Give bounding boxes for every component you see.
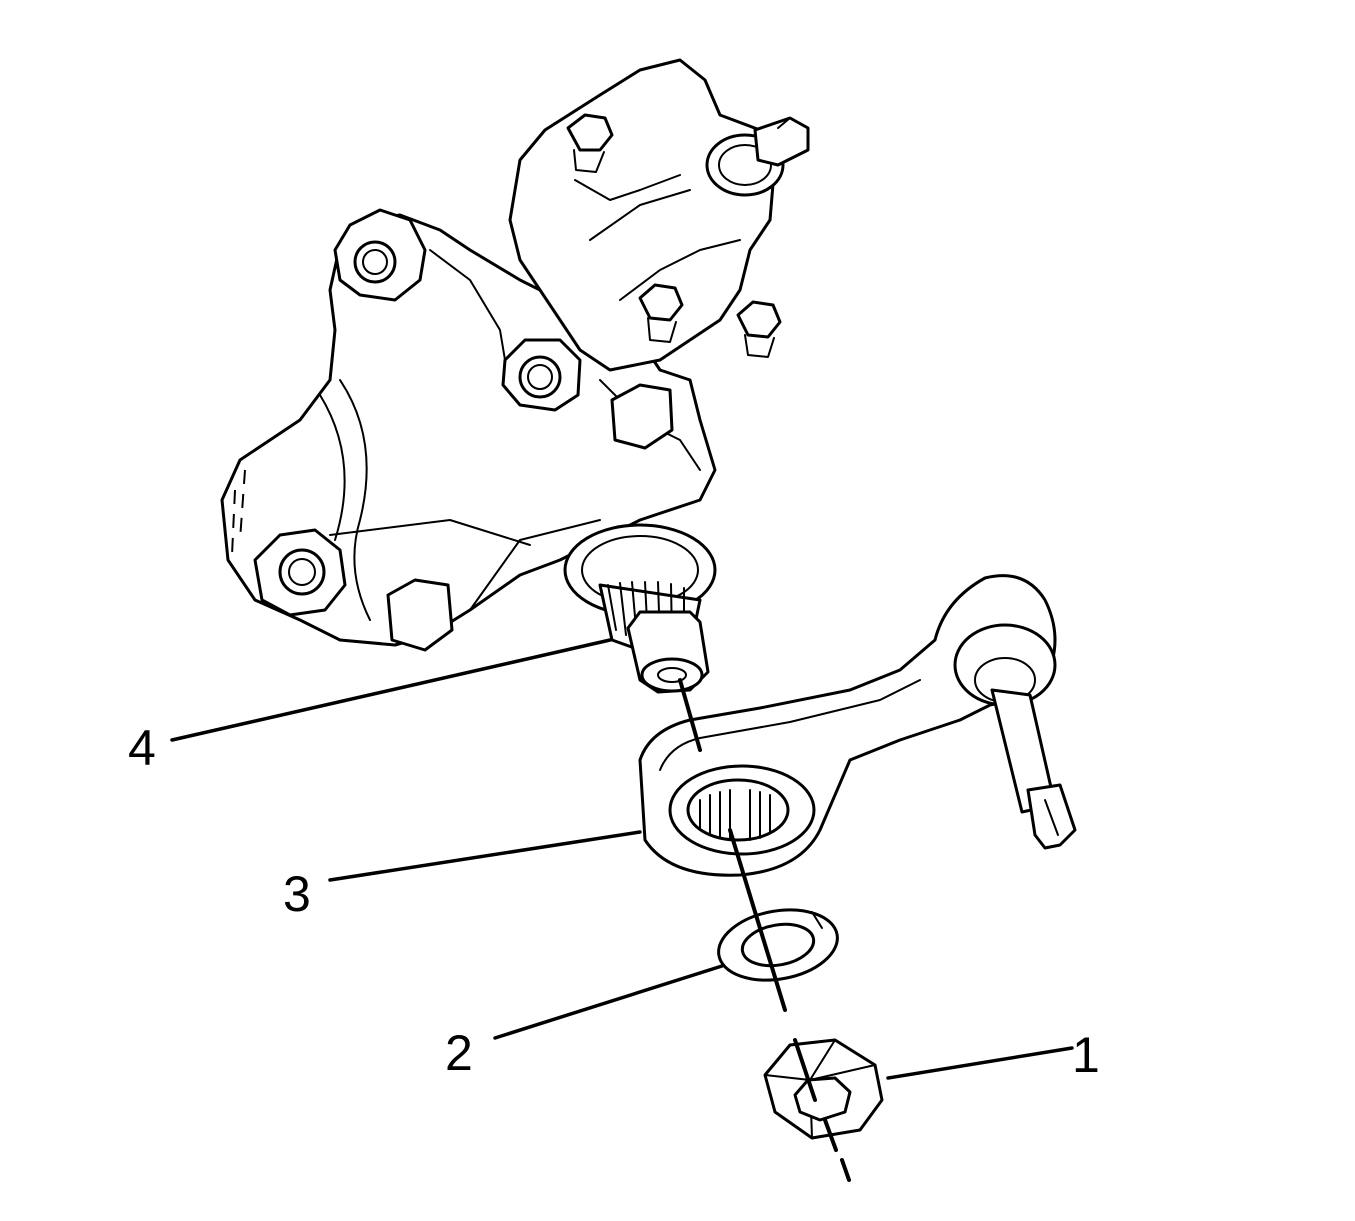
callout-labels: 1 2 3 4 — [128, 720, 1100, 1083]
leader-line-4 — [170, 638, 612, 742]
callout-3: 3 — [283, 866, 311, 922]
washer — [717, 908, 839, 982]
leader-lines — [170, 638, 1074, 1080]
callout-4: 4 — [128, 720, 156, 776]
leader-line-1 — [886, 1046, 1074, 1080]
assembly-axis — [678, 678, 851, 1182]
leader-line-2 — [493, 964, 724, 1040]
callout-2: 2 — [445, 1025, 473, 1081]
leader-line-3 — [328, 830, 642, 882]
steering-gear-housing — [220, 58, 810, 694]
callout-1: 1 — [1072, 1027, 1100, 1083]
pitman-arm — [638, 574, 1077, 877]
nut — [763, 1038, 884, 1140]
